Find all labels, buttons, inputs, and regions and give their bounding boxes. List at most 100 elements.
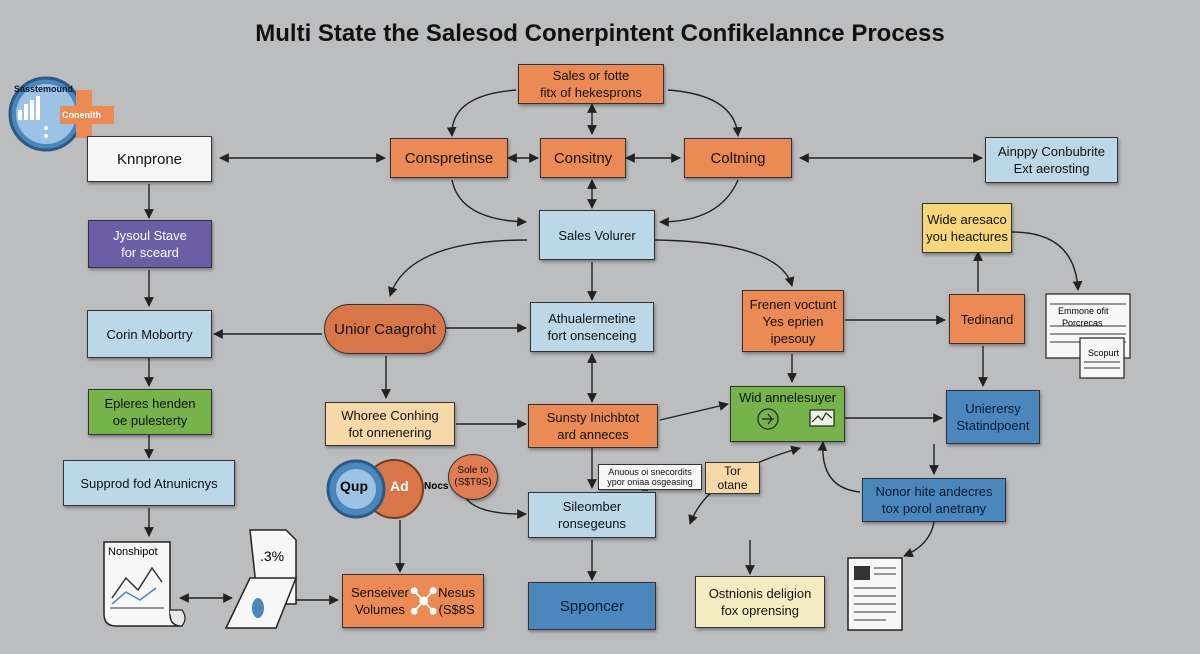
node-frenen-line3: ipesouy xyxy=(770,330,816,346)
node-sales-volume[interactable]: Sales Volurer xyxy=(539,210,655,260)
node-sales-top-line1: Sales or fotte xyxy=(552,68,630,83)
node-frenen[interactable]: Frenen voctunt Yes eprien ipesouy xyxy=(742,290,844,352)
node-coltning-label: Coltning xyxy=(710,149,766,167)
node-ainppy[interactable]: Ainppy Conbubrite Ext aerosting xyxy=(985,137,1118,183)
edge-cons-sales xyxy=(451,179,527,227)
doc-chart-icon: Nonshipot xyxy=(96,538,188,630)
edge-wide-doc xyxy=(1011,231,1083,291)
node-jysoul[interactable]: Jysoul Stave for sceard xyxy=(88,220,212,268)
node-univ-line1: Unierersy xyxy=(965,401,1021,416)
node-sales-volume-label: Sales Volurer xyxy=(558,227,636,243)
doc-right-mid-label: Porcrecas xyxy=(1062,318,1103,328)
node-univ-line2: Statindpoent xyxy=(956,418,1030,433)
doc-table-icon: Emmone ofit Porcrecas Scopurt xyxy=(1044,292,1134,382)
node-silember[interactable]: Sileomber ronsegeuns xyxy=(528,492,656,538)
node-ostnionis[interactable]: Ostnionis deligion fox oprensing xyxy=(695,576,825,628)
node-athual[interactable]: Athualermetine fort onsenceing xyxy=(530,302,654,352)
node-kanprone[interactable]: Knnprone xyxy=(87,136,212,182)
node-jysoul-line2: for sceard xyxy=(121,245,179,260)
node-wid-label: Wid annelesuyer xyxy=(739,390,836,405)
node-silember-line2: ronsegeuns xyxy=(558,516,626,531)
edge-sunsty-wid xyxy=(659,401,729,421)
node-noner-line1: Nonor hite andecres xyxy=(875,484,993,499)
edge-top-coltning xyxy=(667,89,743,137)
node-anuous-line1: Anuous oi snecordits xyxy=(608,467,692,477)
node-supprod-label: Supprod fod Atnunicnys xyxy=(80,475,218,491)
node-sponcer-label: Spponcer xyxy=(559,597,625,615)
node-noner[interactable]: Nonor hite andecres tox porol anetrany xyxy=(862,478,1006,522)
node-tor-line1: Tor xyxy=(724,464,741,478)
overlap-circles xyxy=(326,459,424,519)
node-tedinand-label: Tedinand xyxy=(960,311,1014,327)
node-senseiver-line1: Senseiver xyxy=(351,585,409,600)
node-epleres[interactable]: Epleres henden oe pulesterty xyxy=(88,389,212,435)
node-frenen-line1: Frenen voctunt xyxy=(749,296,837,312)
page-title: Multi State the Salesod Conerpintent Con… xyxy=(255,20,945,47)
node-frenen-line2: Yes eprien xyxy=(762,313,824,329)
node-kanprone-label: Knnprone xyxy=(116,150,183,168)
node-tedinand[interactable]: Tedinand xyxy=(949,294,1025,344)
node-sales-top[interactable]: Sales or fotte fitx of hekesprons xyxy=(518,64,664,104)
node-nesus-line1: Nesus xyxy=(438,585,475,600)
node-sunsty-line1: Sunsty Inichbtot xyxy=(546,410,640,425)
logo-top-text: Sasstemound xyxy=(14,84,74,94)
doc-percent-icon: .3% xyxy=(224,528,304,632)
node-ainppy-line1: Ainppy Conbubrite xyxy=(998,144,1105,159)
node-sole-line2: (S$T9S) xyxy=(454,477,492,488)
node-anuous[interactable]: Anuous oi snecordits ypor oniaa osgeasin… xyxy=(598,464,702,490)
node-sunsty-line2: ard anneces xyxy=(557,427,629,442)
node-ainppy-line2: Ext aerosting xyxy=(1013,161,1090,176)
node-consitny-label: Consitny xyxy=(553,149,613,167)
node-corin[interactable]: Corin Mobortry xyxy=(87,310,212,358)
node-wide-line2: you heactures xyxy=(926,229,1008,244)
edge-noner-doc xyxy=(903,521,935,558)
node-jysoul-line1: Jysoul Stave xyxy=(113,228,187,243)
node-coltning[interactable]: Coltning xyxy=(684,138,792,178)
node-whoree-line1: Whoree Conhing xyxy=(341,408,439,423)
node-sunsty[interactable]: Sunsty Inichbtot ard anneces xyxy=(528,404,658,448)
node-conspretinse-label: Conspretinse xyxy=(404,149,494,167)
node-corin-label: Corin Mobortry xyxy=(106,326,193,342)
node-supprod[interactable]: Supprod fod Atnunicnys xyxy=(63,460,235,506)
node-sales-top-line2: fitx of hekesprons xyxy=(540,85,642,100)
node-wid[interactable]: Wid annelesuyer xyxy=(730,386,845,442)
node-anuous-line2: ypor oniaa osgeasing xyxy=(607,477,693,487)
node-whoree-line2: fot onnenering xyxy=(348,425,432,440)
node-unior-label: Unior Caagroht xyxy=(334,320,436,338)
node-tor-line2: otane xyxy=(717,478,748,492)
node-wide-line1: Wide aresaco xyxy=(927,212,1007,227)
circle-ad-label: Ad xyxy=(390,478,409,494)
edge-sales-right xyxy=(654,239,795,287)
doc-right-top-label: Emmone ofit xyxy=(1058,306,1109,316)
node-epleres-line1: Epleres henden xyxy=(104,396,196,411)
node-sponcer[interactable]: Spponcer xyxy=(528,582,656,630)
node-consitny[interactable]: Consitny xyxy=(540,138,626,178)
node-wide[interactable]: Wide aresaco you heactures xyxy=(922,203,1012,253)
wid-chart-icon xyxy=(756,408,835,430)
node-senseiver[interactable]: Senseiver Volumes Nesus (S$8S xyxy=(342,574,484,628)
node-sole[interactable]: Sole to (S$T9S) xyxy=(448,454,498,500)
circle-nocs-label: Nocs xyxy=(424,481,449,492)
doc-right-bottom-label: Scopurt xyxy=(1088,348,1120,358)
edge-sales-left xyxy=(388,239,528,297)
edge-noner-wid xyxy=(817,441,861,493)
node-conspretinse[interactable]: Conspretinse xyxy=(390,138,508,178)
doc-report-icon xyxy=(846,556,906,634)
node-unior[interactable]: Unior Caagroht xyxy=(324,304,446,354)
doc-left-label: Nonshipot xyxy=(108,546,158,558)
network-icon xyxy=(410,587,437,615)
logo-badge-text: Conenith xyxy=(62,110,101,120)
node-univ[interactable]: Unierersy Statindpoent xyxy=(946,390,1040,444)
node-athual-line1: Athualermetine xyxy=(548,311,636,326)
node-tor[interactable]: Tor otane xyxy=(705,462,760,494)
node-epleres-line2: oe pulesterty xyxy=(112,413,188,428)
node-ostnionis-line1: Ostnionis deligion xyxy=(708,586,812,601)
edge-top-cons xyxy=(446,89,517,137)
node-whoree[interactable]: Whoree Conhing fot onnenering xyxy=(325,402,455,446)
node-athual-line2: fort onsenceing xyxy=(547,328,637,343)
node-ostnionis-line2: fox oprensing xyxy=(720,603,800,618)
node-sole-line1: Sole to xyxy=(457,465,489,476)
node-nesus-line2: (S$8S xyxy=(438,602,475,617)
doc-pct-label: .3% xyxy=(260,548,285,564)
